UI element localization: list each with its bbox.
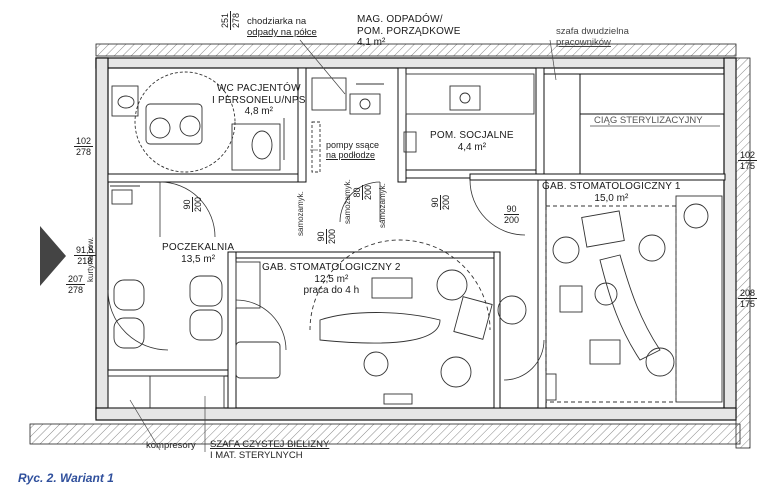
interior-walls — [107, 67, 726, 409]
dim-208-top: 208 — [738, 288, 758, 300]
room-mag: MAG. ODPADÓW/ POM. PORZĄDKOWE 4,1 m² — [357, 14, 461, 49]
dim-door-soc: 90 200 — [430, 194, 452, 210]
note-szafa-czystej-line1: SZAFA CZYSTEJ BIELIZNY — [210, 439, 330, 450]
dim-door-soc-top: 90 — [430, 194, 442, 210]
note-chlodziarka: chodziarka na odpady na półce — [247, 16, 317, 39]
leader-lines — [129, 39, 720, 452]
room-poczekalnia: POCZEKALNIA 13,5 m² — [162, 242, 234, 265]
gab1-fixtures — [497, 195, 723, 403]
note-chlodziarka-line2: odpady na półce — [247, 26, 317, 38]
room-socjalne-area: 4,4 m² — [457, 141, 487, 153]
dim-door-wc: 90 200 — [182, 196, 204, 212]
note-szafa-czystej: SZAFA CZYSTEJ BIELIZNY I MAT. STERYLNYCH — [210, 439, 330, 462]
note-ciag: CIĄG STERYLIZACYJNY — [594, 115, 703, 126]
dim-door-gab1-top: 90 — [504, 204, 520, 216]
dim-door-gab2-top: 90 — [316, 228, 328, 244]
dim-door-soc-bot: 200 — [441, 194, 452, 210]
dim-door-gab2-bot: 200 — [327, 228, 338, 244]
dim-102b-bot: 175 — [740, 161, 756, 172]
room-socjalne: POM. SOCJALNE 4,4 m² — [430, 130, 514, 153]
room-poczekalnia-area: 13,5 m² — [181, 253, 216, 265]
dim-915: 91,5 218 — [74, 245, 96, 267]
note-samozamyk-3: samozamyk. — [378, 183, 387, 228]
room-wc-name1: WC PACJENTÓW — [216, 83, 301, 94]
dim-door-gab1-bot: 200 — [504, 215, 520, 226]
room-mag-name2: POM. PORZĄDKOWE — [357, 25, 461, 37]
dim-door-mag-top: 80 — [352, 184, 364, 200]
room-wc: WC PACJENTÓW I PERSONELU/NPS 4,8 m² — [212, 83, 306, 118]
room-gab2-note: praca do 4 h — [303, 285, 360, 296]
room-poczekalnia-name: POCZEKALNIA — [162, 242, 235, 253]
door-swings — [107, 179, 545, 381]
entrance-arrow-icon — [40, 226, 66, 286]
dim-251-top: 251 — [220, 10, 232, 30]
dim-915-top: 91,5 — [74, 245, 96, 257]
room-mag-area: 4,1 m² — [357, 37, 386, 48]
wc-fixtures — [111, 71, 285, 173]
dim-251: 251 278 — [220, 10, 242, 30]
dim-207-bot: 278 — [68, 285, 84, 296]
dim-207: 207 278 — [66, 274, 86, 296]
room-gab1-name: GAB. STOMATOLOGICZNY 1 — [542, 181, 681, 192]
note-pompy-line2: na podłodze — [326, 150, 376, 161]
external-hatch — [29, 43, 751, 449]
dim-door-wc-top: 90 — [182, 196, 194, 212]
dim-102a-bot: 278 — [76, 147, 92, 158]
note-szafa: szafa dwudzielna pracowników — [556, 26, 629, 49]
dim-door-gab2: 90 200 — [316, 228, 338, 244]
exterior-walls — [95, 57, 737, 421]
note-samozamyk-1: samozamyk. — [296, 191, 305, 236]
room-mag-name1: MAG. ODPADÓW/ — [357, 14, 443, 25]
dim-102b-top: 102 — [738, 150, 758, 162]
note-pompy-line1: pompy ssące — [326, 140, 380, 150]
room-gab1: GAB. STOMATOLOGICZNY 1 15,0 m² — [542, 181, 681, 204]
dim-208-bot: 175 — [740, 299, 756, 310]
waiting-room-fixtures — [107, 185, 225, 409]
note-chlodziarka-line1: chodziarka na — [247, 16, 307, 27]
note-pompy: pompy ssące na podłodze — [326, 140, 379, 161]
dim-207-top: 207 — [66, 274, 86, 286]
room-wc-name2: I PERSONELU/NPS — [212, 94, 306, 106]
note-szafa-line1: szafa dwudzielna — [556, 26, 629, 37]
room-wc-area: 4,8 m² — [244, 106, 273, 117]
note-szafa-czystej-line2: I MAT. STERYLNYCH — [210, 449, 303, 461]
room-gab2-name: GAB. STOMATOLOGICZNY 2 — [262, 262, 401, 273]
dim-102b: 102 175 — [738, 150, 758, 172]
figure-caption: Ryc. 2. Wariant 1 — [18, 471, 114, 485]
dim-door-mag-bot: 200 — [363, 184, 374, 200]
room-socjalne-name: POM. SOCJALNE — [430, 130, 514, 141]
utility-fixtures — [311, 73, 535, 173]
dim-door-wc-bot: 200 — [193, 196, 204, 212]
dim-door-mag: 80 200 — [352, 184, 374, 200]
dim-102a: 102 278 — [74, 136, 94, 158]
room-gab2: GAB. STOMATOLOGICZNY 2 12,5 m² praca do … — [262, 262, 401, 297]
room-gab2-area: 12,5 m² — [314, 273, 349, 285]
dim-251-bot: 278 — [231, 12, 242, 28]
note-kompresory: kompresory — [146, 440, 196, 451]
room-gab1-area: 15,0 m² — [594, 192, 629, 204]
gab2-fixtures — [235, 239, 493, 405]
note-szafa-line2: pracowników — [556, 36, 611, 48]
dim-door-gab1: 90 200 — [504, 204, 520, 226]
dim-208: 208 175 — [738, 288, 758, 310]
dim-102a-top: 102 — [74, 136, 94, 148]
dim-915-bot: 218 — [77, 256, 93, 267]
note-samozamyk-2: samozamyk. — [343, 179, 352, 224]
